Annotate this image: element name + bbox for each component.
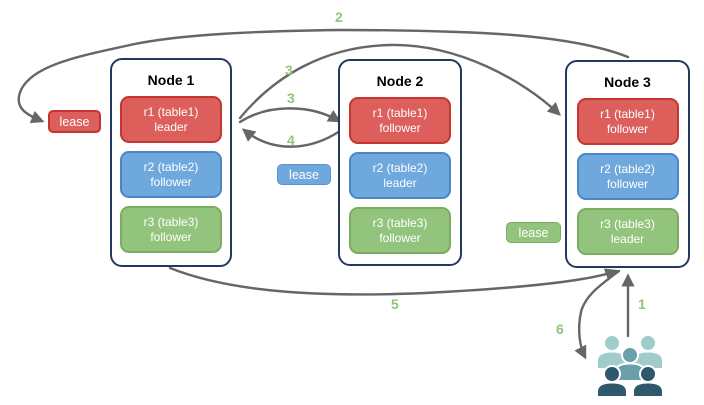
replica-name: r3 (table3) bbox=[372, 215, 428, 230]
arrow-label-3-top: 3 bbox=[285, 62, 293, 78]
replica-role: leader bbox=[610, 231, 645, 246]
node-1-replica-r1: r1 (table1) leader bbox=[120, 96, 222, 143]
replica-role: leader bbox=[154, 119, 188, 134]
arrow-label-3-mid: 3 bbox=[287, 90, 295, 106]
users-icon bbox=[596, 334, 664, 398]
replica-name: r2 (table2) bbox=[143, 159, 199, 174]
replica-role: follower bbox=[606, 121, 649, 136]
node-3-replica-r2: r2 (table2) follower bbox=[576, 153, 679, 200]
replica-name: r2 (table2) bbox=[372, 160, 428, 175]
replica-role: follower bbox=[150, 174, 192, 189]
lease-badge-r1: lease bbox=[48, 110, 101, 133]
node-2-replica-r2: r2 (table2) leader bbox=[349, 152, 451, 199]
replica-name: r3 (table3) bbox=[143, 214, 199, 229]
node-1-replica-r2: r2 (table2) follower bbox=[120, 151, 222, 198]
replica-name: r1 (table1) bbox=[372, 105, 428, 120]
replica-name: r1 (table1) bbox=[143, 104, 199, 119]
replica-role: leader bbox=[383, 175, 417, 190]
replica-role: follower bbox=[150, 229, 192, 244]
replica-role: follower bbox=[379, 230, 421, 245]
node-2: Node 2 r1 (table1) follower r2 (table2) … bbox=[338, 59, 462, 266]
lease-badge-r2: lease bbox=[277, 164, 331, 185]
node-3: Node 3 r1 (table1) follower r2 (table2) … bbox=[565, 60, 690, 268]
arrow-label-5: 5 bbox=[391, 296, 399, 312]
arrow-3-node1-to-node2 bbox=[238, 107, 342, 124]
node-3-replica-r1: r1 (table1) follower bbox=[576, 98, 679, 145]
lease-badge-r3: lease bbox=[506, 222, 561, 243]
node-1: Node 1 r1 (table1) leader r2 (table2) fo… bbox=[110, 58, 232, 267]
arrow-label-4: 4 bbox=[287, 132, 295, 148]
node-1-replica-r3: r3 (table3) follower bbox=[120, 206, 222, 253]
replica-name: r1 (table1) bbox=[600, 106, 655, 121]
node-2-title: Node 2 bbox=[376, 73, 424, 89]
replica-name: r3 (table3) bbox=[600, 216, 655, 231]
replica-role: follower bbox=[606, 176, 649, 191]
arrow-label-6: 6 bbox=[556, 321, 564, 337]
arrow-5-node1-to-node3 bbox=[168, 266, 619, 296]
arrow-label-2: 2 bbox=[335, 9, 343, 25]
arrow-label-1: 1 bbox=[638, 296, 646, 312]
node-3-replica-r3: r3 (table3) leader bbox=[576, 208, 679, 255]
replica-name: r2 (table2) bbox=[600, 161, 655, 176]
node-3-title: Node 3 bbox=[604, 74, 651, 90]
node-1-title: Node 1 bbox=[147, 72, 195, 88]
node-2-replica-r3: r3 (table3) follower bbox=[349, 207, 451, 254]
node-2-replica-r1: r1 (table1) follower bbox=[349, 97, 451, 144]
replica-role: follower bbox=[379, 120, 421, 135]
